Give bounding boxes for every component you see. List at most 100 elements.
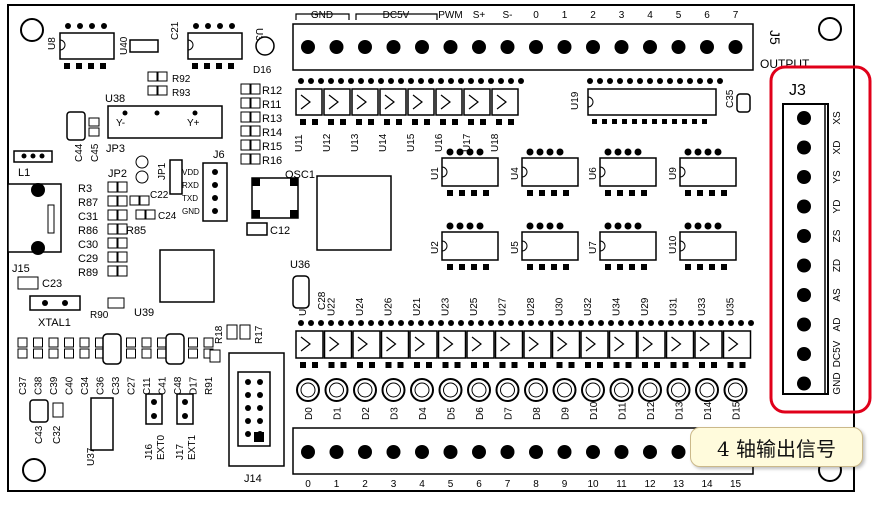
optocoupler-label: U6 [588,167,599,180]
input-pin-label: 4 [419,479,425,490]
optocoupler [521,231,579,261]
svg-text:C28: C28 [317,291,328,310]
usb-connector-j15: J15 [7,183,62,275]
passive-label: C48 [173,376,184,395]
input-pin-label: 14 [701,479,713,490]
j6-pin-label: RXD [182,181,199,190]
callout-4-axis-output: 4 轴输出信号 [690,427,863,467]
svg-text:Y-: Y- [116,118,125,129]
j5-pin [728,40,743,54]
j5-pin-label: 6 [704,10,710,21]
led-label: D7 [504,407,515,420]
j3-pin [797,376,811,391]
input-pin-label: 8 [533,479,539,490]
svg-text:C22: C22 [150,190,169,201]
input-pin [614,445,629,459]
input-pin [301,445,315,459]
svg-text:R93: R93 [172,88,191,99]
svg-text:EXT0: EXT0 [156,435,167,460]
ic-u19: U19 [570,78,723,124]
resistor-pack [580,330,609,359]
j5-pin [586,40,600,54]
resistor-pack-label: U34 [612,297,623,316]
svg-text:J15: J15 [12,263,30,275]
resistor-pack-label: U18 [490,133,501,152]
led-label: D5 [447,407,458,420]
ic-u8: U8 [47,32,115,60]
svg-text:R17: R17 [254,325,265,344]
output-title: OUTPUT [760,57,810,71]
resistor-pack-label: U16 [434,133,445,152]
cap-c23 [17,276,39,290]
svg-text:C44: C44 [74,143,85,162]
resistor-pack-label: U25 [469,297,480,316]
input-pin-label: 12 [644,479,656,490]
input-pin-label: 5 [448,479,454,490]
resistor-pack-label: U33 [697,297,708,316]
component-u40 [129,39,159,53]
j3-pin [797,229,811,243]
led-label: D13 [675,401,686,420]
j5-pin [557,40,572,54]
svg-text:L1: L1 [18,167,30,179]
osc1: OSC1 [251,169,315,219]
resistor-pack-label: U24 [355,297,366,316]
j3-pin-label: YS [832,170,843,184]
j5-pin [671,40,686,54]
cap-c12 [246,222,268,236]
j3-pin-label: XD [832,141,843,155]
j3-pin [797,288,811,302]
j6-pin-label: TXD [182,194,198,203]
svg-text:R18: R18 [214,325,225,344]
led-label: D2 [361,407,372,420]
header-j14: J14 [228,352,285,485]
input-pin [329,445,344,459]
resistor-label: R11 [262,99,281,111]
j6-pin-label: GND [182,207,200,216]
j5-pin [358,40,372,54]
svg-text:J14: J14 [244,473,262,485]
input-pin-label: 6 [476,479,482,490]
input-pin [472,445,486,459]
input-pin [671,445,686,459]
cap-u36 [292,275,310,309]
cap-c44 [66,111,86,141]
svg-text:J17: J17 [175,443,186,460]
resistor-pack-label: U13 [350,133,361,152]
optocoupler [599,157,657,187]
led-label: D15 [732,401,743,420]
resistor-pack [351,88,379,116]
svg-text:U8: U8 [47,37,58,50]
j3-designator: J3 [789,82,806,99]
svg-text:Y+: Y+ [187,118,200,129]
input-pin-label: 9 [562,479,568,490]
input-pin-label: 10 [587,479,599,490]
resistor-pack [637,330,666,359]
svg-text:C12: C12 [270,225,290,237]
led-label: D6 [475,407,486,420]
mounting-hole-icon [20,18,44,42]
resistor-pack [323,88,351,116]
resistor-pack-label: U27 [498,297,509,316]
optocoupler [599,231,657,261]
component-u38: U38 Y- Y+ [105,93,223,139]
passive-label: R87 [78,197,98,209]
j3-pin [797,199,811,214]
dc5v-group-label: DC5V [383,10,410,21]
svg-text:R85: R85 [126,225,146,237]
j5-pin [500,40,515,54]
resistor-pack [435,88,463,116]
optocoupler-label: U10 [668,235,679,254]
led-label: D3 [390,407,401,420]
resistor-pack-label: U32 [583,297,594,316]
j5-pin [443,40,458,54]
j3-pin-label: XS [832,111,843,125]
passive-label: C34 [80,376,91,395]
passive-label: R3 [78,183,92,195]
svg-text:U19: U19 [570,91,581,110]
svg-text:C32: C32 [52,425,63,444]
crystal-xtal1 [29,295,81,311]
passive-label: C11 [142,377,153,395]
